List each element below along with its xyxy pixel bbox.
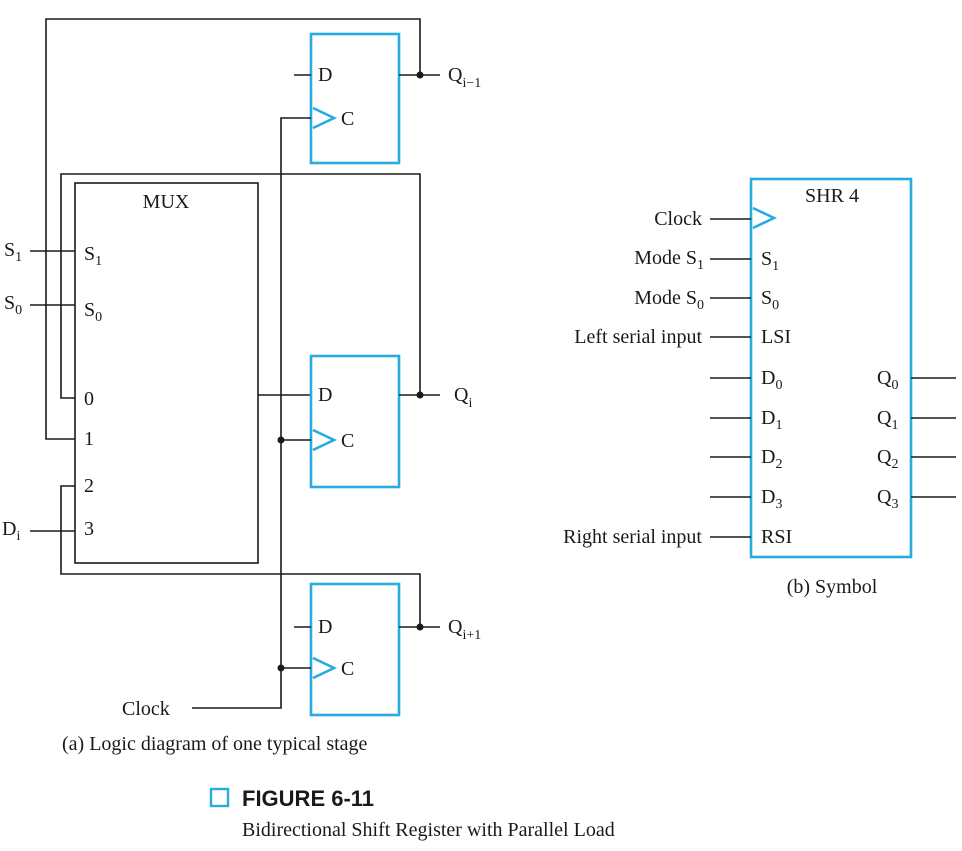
logic-diagram: MUX S1 S0 0 1 2 3 S1 S0 Di D C Qi−1 — [2, 18, 481, 755]
symbol-pin-s1: S1 — [761, 248, 779, 274]
figure-caption: FIGURE 6-11 Bidirectional Shift Register… — [209, 786, 615, 841]
symbol-pin-q3: Q3 — [877, 486, 898, 512]
junction-qnext — [416, 623, 424, 631]
symbol-pin-d1: D1 — [761, 407, 782, 433]
symbol-mode-s0-label: Mode S0 — [634, 287, 704, 313]
junction-clock-middle — [277, 436, 285, 444]
output-qprev: Qi−1 — [448, 64, 481, 91]
symbol-pin-q0: Q0 — [877, 367, 898, 393]
symbol-pin-q2: Q2 — [877, 446, 898, 472]
mux-pin-0: 0 — [84, 388, 94, 410]
shr4-block — [749, 177, 913, 559]
symbol-pin-q1: Q1 — [877, 407, 898, 433]
feedback-qnext-wire — [60, 531, 421, 627]
figure-title: Bidirectional Shift Register with Parall… — [242, 819, 615, 841]
feedback-qprev-wire — [45, 18, 421, 440]
mux-pin-1: 1 — [84, 428, 94, 450]
flipflop-top-clk-mark — [312, 106, 338, 130]
symbol-pin-d3: D3 — [761, 486, 782, 512]
flipflop-top-c: C — [341, 108, 354, 130]
symbol-mode-s1-label: Mode S1 — [634, 247, 704, 273]
input-s0-label: S0 — [4, 292, 22, 318]
junction-clock-bottom — [277, 664, 285, 672]
logic-caption: (a) Logic diagram of one typical stage — [62, 733, 368, 755]
symbol-clock-mark — [752, 206, 778, 230]
figure-label: FIGURE 6-11 — [242, 786, 374, 811]
symbol-lsi-label: Left serial input — [574, 326, 702, 348]
clock-bus-wire — [192, 117, 311, 709]
register-symbol: SHR 4 Clock Mode S1 S1 Mode S0 S0 Left s… — [563, 177, 956, 598]
shr4-title: SHR 4 — [805, 185, 859, 207]
input-di-label: Di — [2, 518, 20, 544]
output-qnext: Qi+1 — [448, 616, 481, 643]
junction-qcur — [416, 391, 424, 399]
flipflop-bottom-c: C — [341, 658, 354, 680]
flipflop-middle-c: C — [341, 430, 354, 452]
clock-label: Clock — [122, 698, 170, 720]
flipflop-bottom-d: D — [318, 616, 332, 638]
symbol-pin-d2: D2 — [761, 446, 782, 472]
mux-pin-2: 2 — [84, 475, 94, 497]
symbol-pin-lsi: LSI — [761, 326, 791, 348]
symbol-pin-d0: D0 — [761, 367, 782, 393]
symbol-clock-label: Clock — [654, 208, 702, 230]
flipflop-top-d: D — [318, 64, 332, 86]
input-s1-label: S1 — [4, 239, 22, 265]
input-di-to-2-wire — [60, 485, 75, 531]
flipflop-top — [309, 32, 401, 165]
flipflop-bottom — [309, 582, 401, 717]
symbol-pin-s0: S0 — [761, 287, 779, 313]
mux-block — [74, 182, 259, 564]
junction-qprev — [416, 71, 424, 79]
mux-pin-3: 3 — [84, 518, 94, 540]
figure-marker-icon — [209, 787, 230, 808]
output-qcur: Qi — [454, 384, 472, 411]
flipflop-middle — [309, 354, 401, 489]
feedback-qcur-wire — [60, 173, 421, 399]
symbol-caption: (b) Symbol — [787, 576, 878, 598]
mux-pin-s0: S0 — [84, 299, 102, 325]
flipflop-bottom-clk-mark — [312, 656, 338, 680]
symbol-pin-rsi: RSI — [761, 526, 792, 548]
flipflop-middle-d: D — [318, 384, 332, 406]
mux-title: MUX — [143, 191, 190, 213]
flipflop-middle-clk-mark — [312, 428, 338, 452]
mux-pin-s1: S1 — [84, 243, 102, 269]
symbol-rsi-label: Right serial input — [563, 526, 702, 548]
